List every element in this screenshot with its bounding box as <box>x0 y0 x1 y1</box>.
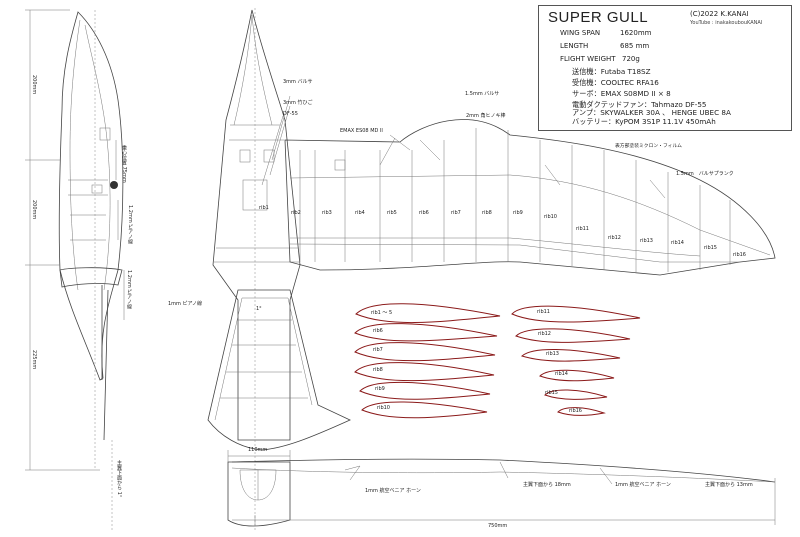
wing-rib-label: rib9 <box>513 210 523 216</box>
callout-from-13mm: 主翼下面から 13mm <box>705 482 753 488</box>
airfoil-label: rib16 <box>569 408 582 414</box>
equip-servo: サーボ：EMAX S08MD II × 8 <box>572 89 671 98</box>
wing-rib-label: rib12 <box>608 235 621 241</box>
equip-transmitter: 送信機：Futaba T18SZ <box>572 67 651 76</box>
callout-ply-horn-right: 1mm 航空ベニア ホーン <box>615 482 671 488</box>
equip-esc: アンプ：SKYWALKER 30A 、 HENGE UBEC 8A <box>572 108 731 117</box>
airfoil-label: rib15 <box>545 390 558 396</box>
airfoil-rib1-5 <box>355 303 501 324</box>
callout-from-18mm: 主翼下面から 18mm <box>523 482 571 488</box>
airfoil-label: rib6 <box>373 328 383 334</box>
wing-rib-label: rib6 <box>419 210 429 216</box>
callout-bamboo-3mm: 3mm 竹ひご <box>283 100 313 106</box>
wing-rib-label: rib13 <box>640 238 653 244</box>
spec-value-wingspan: 1620mm <box>620 29 652 37</box>
top-view-fuselage <box>207 8 351 530</box>
wing-rib-label: rib15 <box>704 245 717 251</box>
dimension-110mm: 110mm <box>248 447 268 453</box>
spec-box <box>538 5 792 131</box>
airfoil-label: rib12 <box>538 331 551 337</box>
wing-rib-label: rib7 <box>451 210 461 216</box>
callout-hinoki-2mm: 2mm 角ヒノキ棒 <box>466 113 506 119</box>
airfoil-rib12 <box>515 328 631 343</box>
airfoil-rib6 <box>354 323 498 342</box>
callout-servo: EMAX ES08 MD II <box>340 128 383 134</box>
airfoil-label: rib11 <box>537 309 550 315</box>
airfoil-rib14 <box>539 369 615 382</box>
airfoil-rib8 <box>354 362 495 382</box>
plan-title: SUPER GULL <box>548 9 649 26</box>
spec-label-wingspan: WING SPAN <box>560 29 601 37</box>
callout-film: 表方部塗装ミクロン・フィルム <box>615 144 682 149</box>
dimension-200mm-top: 200mm <box>31 75 37 95</box>
wing-rib-label: rib3 <box>322 210 332 216</box>
callout-ply-horn-left: 1mm 航空ベニア ホーン <box>365 488 421 494</box>
airfoil-label: rib10 <box>377 405 390 411</box>
callout-df55: DF-55 <box>283 111 298 117</box>
spec-value-weight: 720g <box>622 55 640 63</box>
wing-side-profile <box>231 458 776 525</box>
airfoil-rib9 <box>359 381 491 400</box>
spec-value-length: 685 mm <box>620 42 650 50</box>
callout-piano-side: 1.2mm ピアノ線 <box>126 270 132 310</box>
callout-piano-1-2mm: 1.2mm ピアノ線 <box>127 205 133 245</box>
airfoil-rib15 <box>544 389 608 400</box>
callout-vertical-low: 主翼下面から 1° <box>116 460 122 498</box>
airfoil-rib10 <box>361 401 488 419</box>
airfoil-label: rib7 <box>373 347 383 353</box>
callout-balsa-3mm: 3mm バルサ <box>283 79 313 85</box>
dimension-225mm: 225mm <box>31 350 37 370</box>
callout-cg: 重心位置 75mm <box>121 145 127 183</box>
dimension-750mm: 750mm <box>488 523 508 529</box>
wing-rib-label: rib16 <box>733 252 746 258</box>
copyright-text: (C)2022 K.KANAI <box>690 10 749 18</box>
wing-rib-label: rib14 <box>671 240 684 246</box>
equip-edf: 電動ダクテッドファン：Tahmazo DF-55 <box>572 100 707 109</box>
youtube-text: YouTube : inakakoubouKANAI <box>690 20 763 26</box>
airfoil-rib13 <box>521 348 621 362</box>
airfoil-label: rib8 <box>373 367 383 373</box>
dimension-200mm-mid: 200mm <box>31 200 37 220</box>
side-view <box>25 9 125 530</box>
spec-label-length: LENGTH <box>560 42 589 50</box>
wing-top-view <box>261 95 776 276</box>
callout-one-degree: 1° <box>256 306 262 312</box>
airfoil-profiles <box>354 303 641 419</box>
airfoil-rib11 <box>511 305 641 323</box>
airfoil-rib7 <box>354 342 496 362</box>
spec-label-weight: FLIGHT WEIGHT <box>560 55 616 63</box>
wing-rib-label: rib11 <box>576 226 589 232</box>
wing-rib-label: rib10 <box>544 214 557 220</box>
callout-balsa-1-5mm: 1.5mm バルサ <box>465 91 500 97</box>
airfoil-label: rib14 <box>555 371 568 377</box>
wing-rib-label: rib4 <box>355 210 365 216</box>
wing-rib-label: rib5 <box>387 210 397 216</box>
wing-rib-label: rib2 <box>291 210 301 216</box>
wing-rib-label: rib8 <box>482 210 492 216</box>
airfoil-label: rib1 ～ 5 <box>371 310 393 316</box>
airfoil-rib16 <box>557 407 606 416</box>
airfoil-label: rib13 <box>546 351 559 357</box>
callout-planking: 1.5mm バルサプランク <box>676 171 734 177</box>
airfoil-label: rib9 <box>375 386 385 392</box>
wing-rib-label: rib1 <box>259 205 269 211</box>
callout-piano-1mm: 1mm ピアノ線 <box>168 301 203 307</box>
equip-battery: バッテリー：KyPOM 3S1P 11.1V 450mAh <box>572 117 716 126</box>
equip-receiver: 受信機：COOLTEC RFA16 <box>572 78 659 87</box>
